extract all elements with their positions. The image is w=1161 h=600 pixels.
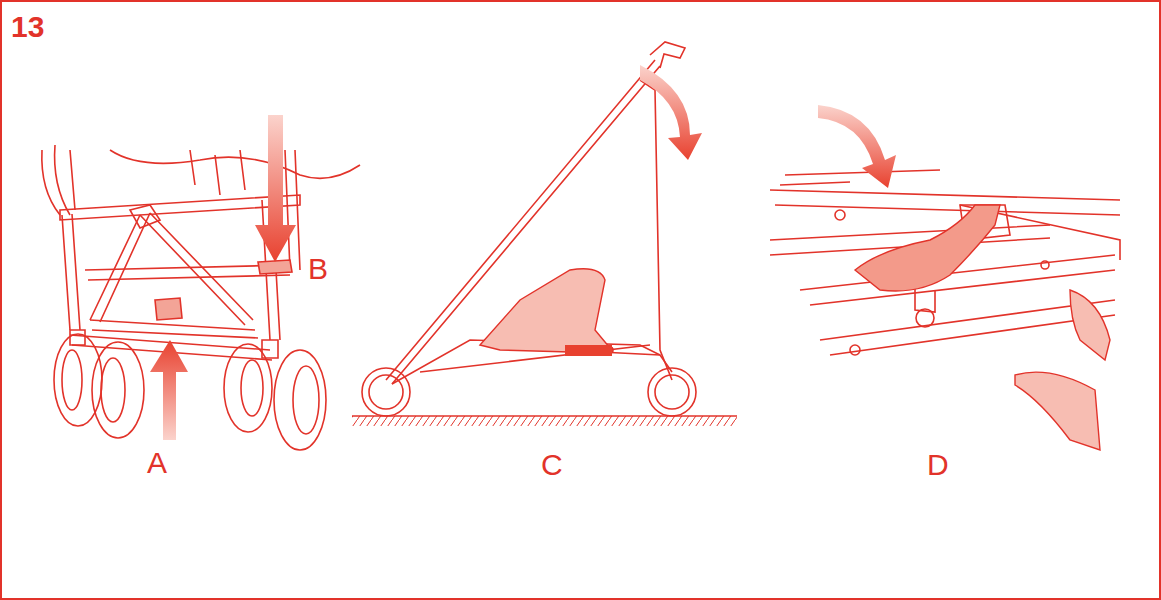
arrow-fold (640, 65, 702, 160)
step-number: 13 (11, 12, 44, 42)
arrow-press (818, 105, 896, 188)
fabric-edge (1070, 290, 1110, 360)
stroller-seat (480, 269, 610, 352)
frame-closeup (770, 170, 1120, 355)
seat-bar (565, 345, 612, 356)
stroller-rear-view (42, 145, 360, 450)
ground-hatch (352, 416, 737, 426)
stroller-side-view (362, 42, 696, 416)
callout-letter: C (541, 450, 563, 480)
fold-pedal (855, 205, 1000, 291)
arrow-up (150, 340, 188, 440)
arrow-down (255, 115, 296, 262)
callout-letter: A (147, 448, 167, 478)
callout-letter: D (927, 450, 949, 480)
callout-letter: B (308, 254, 328, 284)
fabric-edge (1015, 372, 1100, 450)
